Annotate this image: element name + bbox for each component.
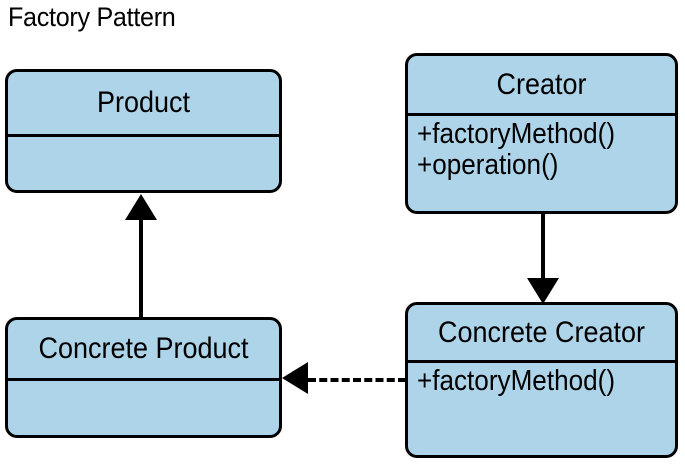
uml-divider: [408, 113, 675, 116]
uml-members-concrete-creator: +factoryMethod(): [408, 363, 675, 455]
uml-member: +factoryMethod(): [417, 365, 616, 397]
uml-class-creator[interactable]: Creator +factoryMethod() +operation(): [405, 53, 678, 214]
uml-class-concrete-product[interactable]: Concrete Product: [5, 317, 282, 438]
uml-members-concrete-product: [8, 381, 279, 435]
uml-divider: [408, 360, 675, 363]
arrowhead-up-icon: [125, 194, 157, 220]
uml-member: +operation(): [417, 149, 559, 182]
uml-divider: [8, 134, 279, 137]
uml-class-name-concrete-product: Concrete Product: [38, 332, 249, 365]
uml-class-name-concrete-creator: Concrete Creator: [437, 315, 646, 349]
uml-member: +factoryMethod(): [417, 118, 616, 150]
connector-line: [541, 212, 545, 282]
arrowhead-left-icon: [282, 362, 308, 394]
connector-line-dashed: [308, 378, 406, 382]
arrowhead-down-icon: [527, 278, 559, 304]
uml-class-name-product: Product: [96, 86, 191, 119]
uml-class-name-creator: Creator: [496, 67, 587, 101]
uml-class-product[interactable]: Product: [5, 69, 282, 193]
uml-members-product: [8, 137, 279, 190]
page-title: Factory Pattern: [8, 2, 176, 32]
uml-members-creator: +factoryMethod() +operation(): [408, 116, 675, 211]
connector-line: [139, 218, 143, 319]
uml-class-concrete-creator[interactable]: Concrete Creator +factoryMethod(): [405, 302, 678, 458]
uml-divider: [8, 378, 279, 381]
